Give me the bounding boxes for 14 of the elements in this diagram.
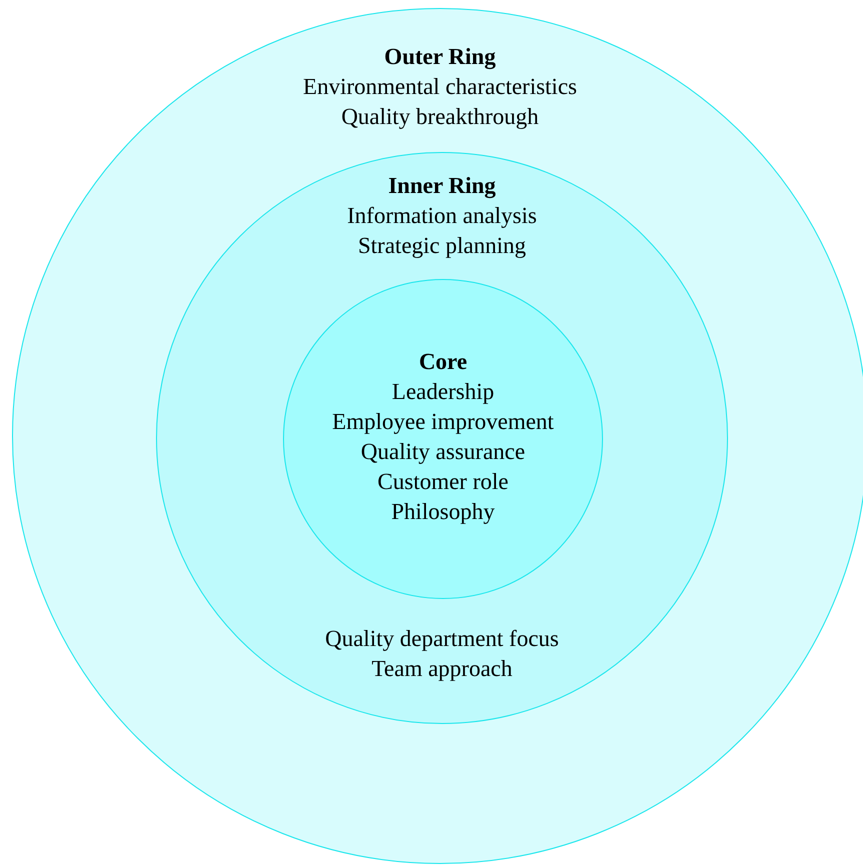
- ring-item: Strategic planning: [358, 232, 526, 260]
- ring-item: Team approach: [372, 655, 512, 683]
- core-item: Leadership: [392, 378, 494, 406]
- ring-item: Environmental characteristics: [303, 73, 577, 101]
- ring-item: Information analysis: [347, 202, 537, 230]
- ring-title: Inner Ring: [388, 172, 496, 200]
- ring-item: Quality breakthrough: [341, 103, 539, 131]
- ring-item: Quality department focus: [325, 625, 559, 653]
- core-title: Core: [418, 348, 468, 376]
- core-item: Employee improvement: [332, 408, 554, 436]
- ring-title: Outer Ring: [384, 43, 496, 71]
- core-item: Quality assurance: [360, 438, 526, 466]
- core-item: Philosophy: [391, 498, 495, 526]
- core-item: Customer role: [378, 468, 508, 496]
